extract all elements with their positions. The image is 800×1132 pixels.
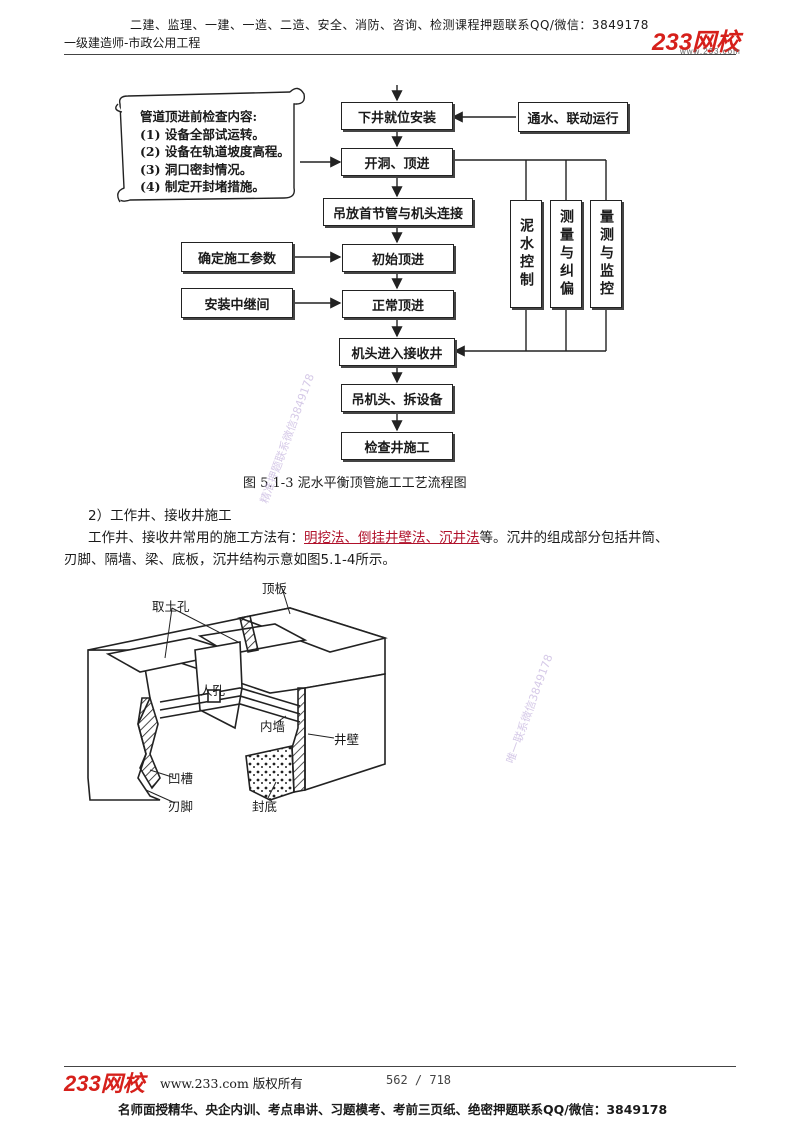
label-shaft-wall: 井壁 bbox=[334, 732, 360, 747]
step-set-parameters: 确定施工参数 bbox=[181, 242, 293, 272]
section-paragraph-line2: 刃脚、隔墙、梁、底板，沉井结构示意如图5.1-4所示。 bbox=[64, 552, 396, 568]
method-open-cut[interactable]: 明挖法 bbox=[304, 530, 345, 546]
footer-logo: 233网校 bbox=[64, 1071, 145, 1096]
step-measure-monitor: 量测与监控 bbox=[590, 200, 622, 308]
figure-caption: 图 5.1-3 泥水平衡顶管施工工艺流程图 bbox=[243, 476, 467, 491]
method-caisson[interactable]: 沉井法 bbox=[439, 530, 480, 546]
checklist-title: 管道顶进前检查内容: bbox=[140, 109, 258, 124]
step-install-relay: 安装中继间 bbox=[181, 288, 293, 318]
label-soil-hole: 取土孔 bbox=[152, 599, 190, 614]
step-open-and-jack: 开洞、顶进 bbox=[341, 148, 453, 176]
method-hanging-wall[interactable]: 倒挂井壁法 bbox=[358, 530, 426, 546]
brand-logo-url: www.233.com bbox=[680, 47, 741, 56]
checklist-item: (2) 设备在轨道坡度高程。 bbox=[140, 144, 290, 159]
label-inner-wall: 内墙 bbox=[260, 719, 286, 734]
step-lower-first-pipe: 吊放首节管与机头连接 bbox=[323, 198, 473, 226]
caisson-diagram bbox=[87, 587, 388, 804]
step-install-in-shaft: 下井就位安装 bbox=[341, 102, 453, 130]
step-manhole-construction: 检查井施工 bbox=[341, 432, 453, 460]
step-normal-jacking: 正常顶进 bbox=[342, 290, 454, 318]
step-initial-jacking: 初始顶进 bbox=[342, 244, 454, 272]
step-survey-correction: 测量与纠偏 bbox=[550, 200, 582, 308]
inspection-scroll-shape bbox=[115, 87, 306, 203]
page-number: 562 / 718 bbox=[386, 1073, 452, 1087]
flowchart-connectors bbox=[115, 85, 607, 432]
footer-contact: 名师面授精华、央企内训、考点串讲、习题模考、考前三页纸、绝密押题联系QQ/微信：… bbox=[118, 1102, 668, 1117]
section-heading: 2）工作井、接收井施工 bbox=[88, 508, 232, 524]
checklist-item: (4) 制定开封堵措施。 bbox=[140, 179, 265, 194]
label-groove: 凹槽 bbox=[168, 771, 194, 786]
header-subtitle: 一级建造师-市政公用工程 bbox=[64, 36, 201, 50]
header-top-line: 二建、监理、一建、一造、二造、安全、消防、咨询、检测课程押题联系QQ/微信：38… bbox=[130, 18, 649, 32]
header-divider bbox=[64, 54, 736, 55]
step-head-enters-receiving-shaft: 机头进入接收井 bbox=[339, 338, 455, 366]
label-manhole: 人孔 bbox=[200, 683, 226, 698]
section-paragraph: 工作井、接收井常用的施工方法有：明挖法、倒挂井壁法、沉井法等。沉井的组成部分包括… bbox=[88, 530, 669, 546]
brand-logo: 233网校 bbox=[652, 29, 741, 56]
step-lift-head-remove-equipment: 吊机头、拆设备 bbox=[341, 384, 453, 412]
step-slurry-control: 泥水控制 bbox=[510, 200, 542, 308]
step-water-linkage-run: 通水、联动运行 bbox=[518, 102, 628, 132]
label-top-slab: 顶板 bbox=[262, 581, 288, 596]
label-cutting-edge: 刃脚 bbox=[168, 799, 194, 814]
checklist-item: (1) 设备全部试运转。 bbox=[140, 126, 265, 142]
watermark: 唯一联系微信3849178 bbox=[503, 652, 556, 766]
checklist-item: (3) 洞口密封情况。 bbox=[140, 161, 253, 177]
label-bottom-seal: 封底 bbox=[252, 799, 278, 814]
footer-divider bbox=[64, 1066, 736, 1067]
inspection-checklist: 管道顶进前检查内容: (1) 设备全部试运转。 (2) 设备在轨道坡度高程。 (… bbox=[140, 108, 290, 196]
footer-site[interactable]: www.233.com 版权所有 bbox=[160, 1076, 303, 1091]
